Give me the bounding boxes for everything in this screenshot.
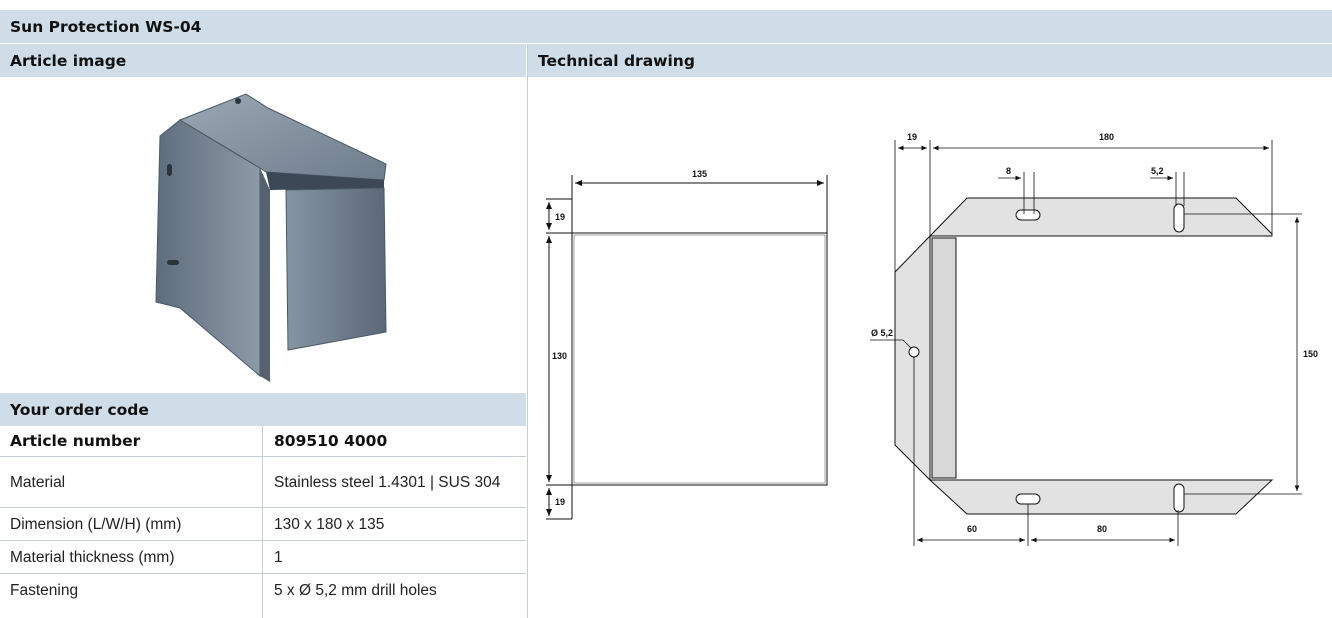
technical-drawing-header: Technical drawing [528,44,1332,77]
dim-top-label: 19 [555,212,565,222]
dim-hole-label: 5,2 [1151,166,1164,176]
dim-slot-label: 8 [1006,166,1011,176]
spec-value: Stainless steel 1.4301 | SUS 304 [274,473,501,491]
spec-label: Material [10,473,66,491]
spec-label: Fastening [10,581,79,599]
page-title: Sun Protection WS-04 [0,10,1332,43]
spec-value: 5 x Ø 5,2 mm drill holes [274,581,437,599]
spec-value: 130 x 180 x 135 [274,515,385,533]
side-view [546,175,828,520]
spec-value: 1 [274,548,283,566]
dim-offset2-label: 80 [1097,524,1107,534]
dim-bottom-label: 19 [555,497,565,507]
dim-plan-width-label: 180 [1099,132,1114,142]
spec-label: Article number [10,431,141,450]
dim-diameter-label: Ø 5,2 [871,328,893,338]
dim-left-label: 19 [907,132,917,142]
article-image-header: Article image [0,44,526,77]
dim-width-label: 135 [692,169,707,179]
technical-drawing: 135 19 130 19 [546,132,1318,546]
spec-value: 809510 4000 [274,431,388,450]
plan-view [894,197,1274,515]
dim-height-label: 130 [552,351,567,361]
dim-offset1-label: 60 [967,524,977,534]
spec-label: Dimension (L/W/H) (mm) [10,515,182,533]
spec-label: Material thickness (mm) [10,548,175,566]
dim-plan-height-label: 150 [1303,349,1318,359]
order-code-header: Your order code [0,393,526,426]
product-image [155,93,387,382]
